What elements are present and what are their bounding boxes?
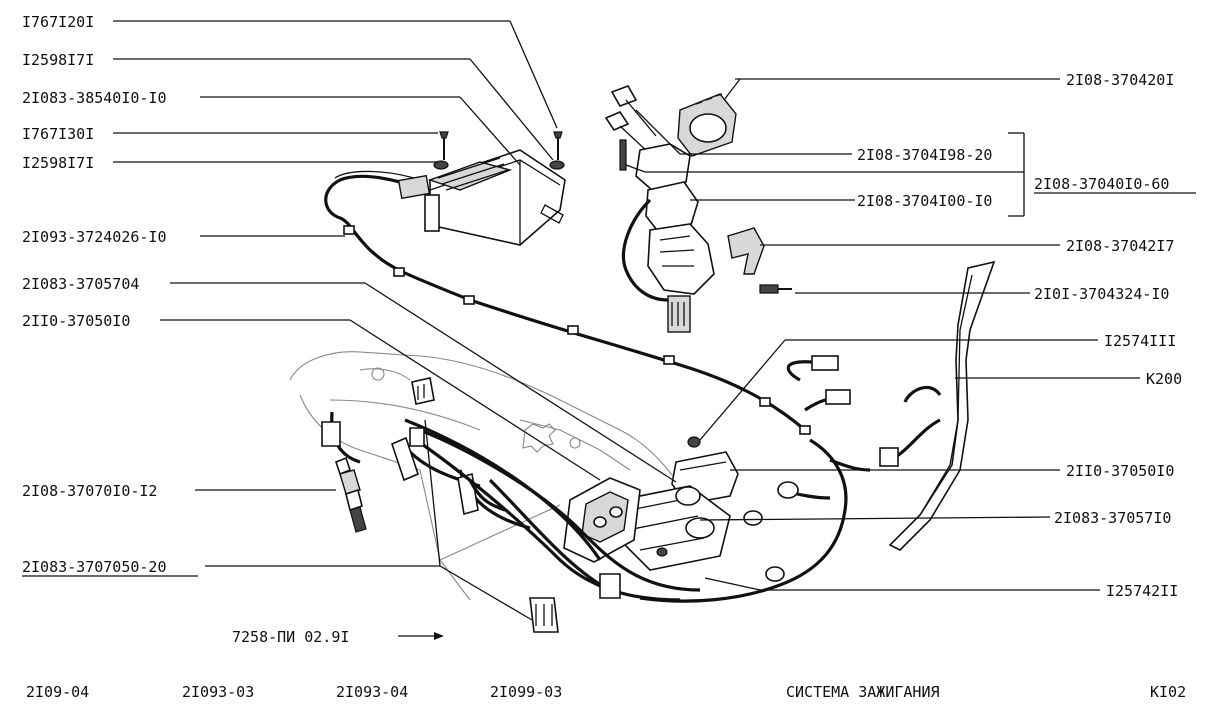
footer-model-2: 2I093-04 <box>336 683 408 701</box>
label-part-2I08-37070I0-I2: 2I08-37070I0-I2 <box>22 482 157 500</box>
label-part-I2574III: I2574III <box>1104 332 1176 350</box>
label-part-2I08-3704I98-20: 2I08-3704I98-20 <box>857 146 992 164</box>
label-part-I2598I7I-bottom: I2598I7I <box>22 154 94 172</box>
label-part-2I083-38540I0-I0: 2I083-38540I0-I0 <box>22 89 167 107</box>
label-part-K200: K200 <box>1146 370 1182 388</box>
leader-lines <box>113 20 1140 640</box>
ecu-wiring-harness <box>324 170 811 435</box>
drawing-code: 7258-ПИ 02.9I <box>232 628 349 646</box>
electronic-control-unit <box>424 131 566 246</box>
label-part-2I08-370420I: 2I08-370420I <box>1066 71 1174 89</box>
label-part-2II0-37050I0-right: 2II0-37050I0 <box>1066 462 1174 480</box>
footer-model-1: 2I093-03 <box>182 683 254 701</box>
wire-harness-k200 <box>879 260 996 551</box>
ignition-switch-trim <box>677 93 737 157</box>
spark-plug <box>335 456 367 533</box>
label-part-2I08-37042I7: 2I08-37042I7 <box>1066 237 1174 255</box>
label-part-2I083-3707050-20: 2I083-3707050-20 <box>22 558 167 576</box>
high-tension-leads <box>321 377 701 633</box>
ignition-switch-assembly <box>604 85 715 333</box>
label-part-I767I20I: I767I20I <box>22 13 94 31</box>
switch-bracket <box>727 227 792 294</box>
ignition-coil <box>563 477 641 563</box>
label-part-2I083-3705704: 2I083-3705704 <box>22 275 139 293</box>
label-part-I767I30I: I767I30I <box>22 125 94 143</box>
ignition-module-harness <box>639 355 871 603</box>
label-part-2II0-37050I0-left: 2II0-37050I0 <box>22 312 130 330</box>
label-part-2I083-37057I0: 2I083-37057I0 <box>1054 509 1171 527</box>
engine-block-outline <box>289 351 691 601</box>
label-part-2I08-3704I00-I0: 2I08-3704I00-I0 <box>857 192 992 210</box>
footer-model-0: 2I09-04 <box>26 683 89 701</box>
label-part-2I08-37040I0-60: 2I08-37040I0-60 <box>1034 175 1169 193</box>
footer-page-code: KI02 <box>1150 683 1186 701</box>
label-part-2I0I-3704324-I0: 2I0I-3704324-I0 <box>1034 285 1169 303</box>
label-part-I25742II: I25742II <box>1106 582 1178 600</box>
label-part-2I093-3724026-I0: 2I093-3724026-I0 <box>22 228 167 246</box>
footer-section-title: СИСТЕМА ЗАЖИГАНИЯ <box>786 683 940 701</box>
label-part-I2598I7I-top: I2598I7I <box>22 51 94 69</box>
footer-model-3: 2I099-03 <box>490 683 562 701</box>
